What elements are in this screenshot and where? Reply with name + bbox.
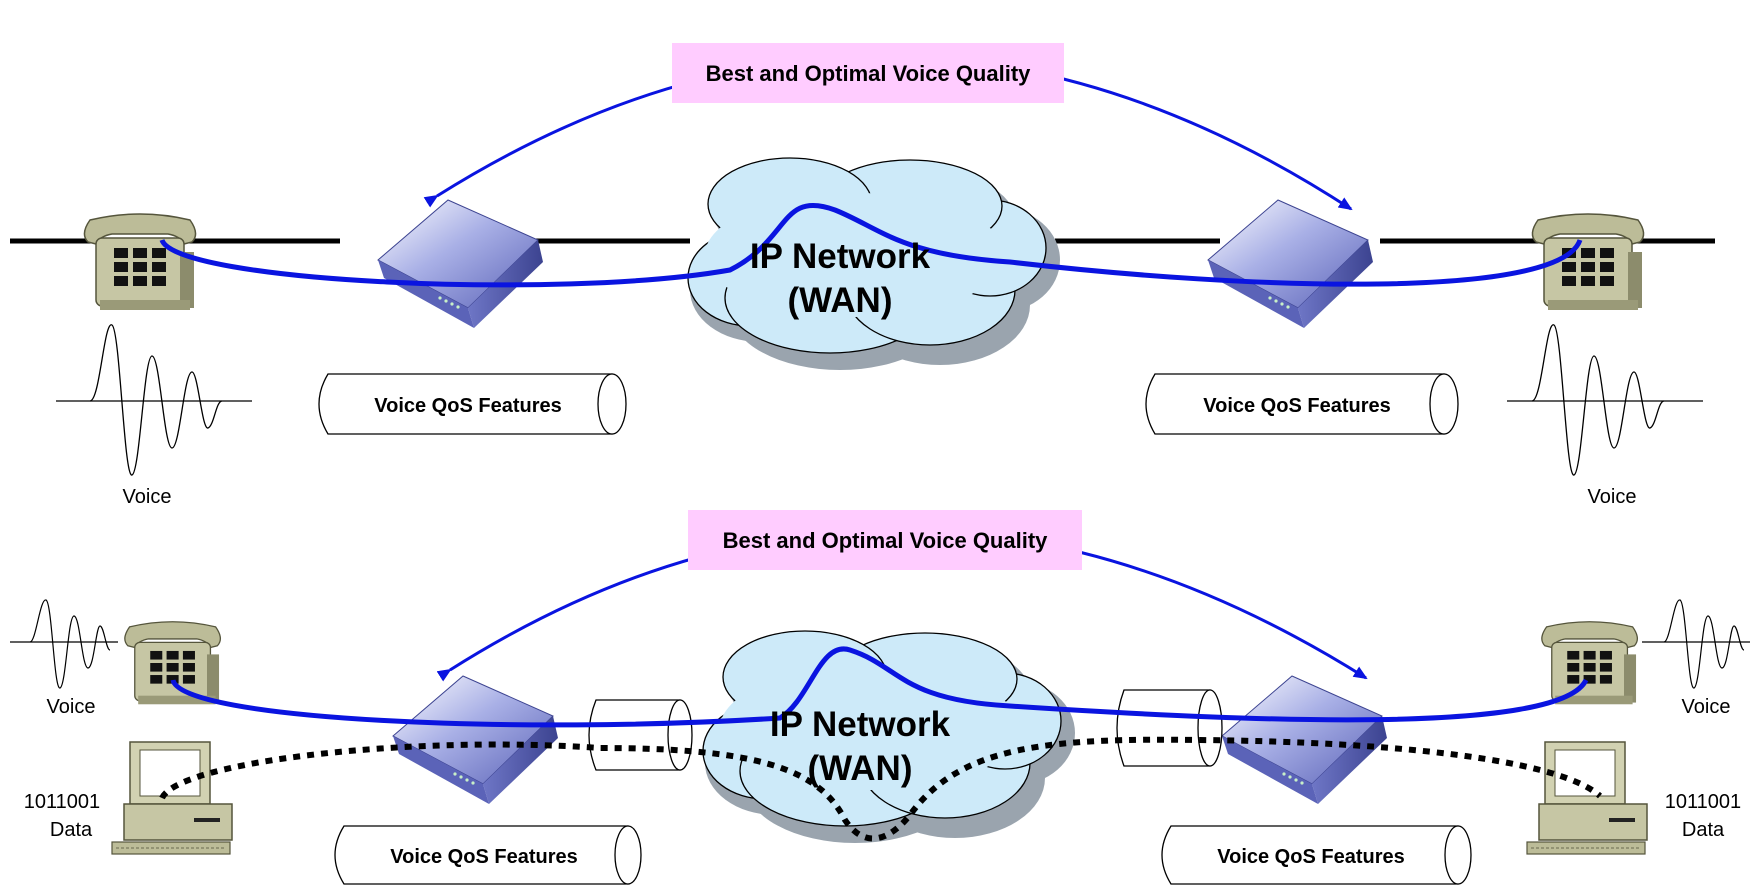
bottom-data-path xyxy=(159,736,1603,842)
top-right-voice-label: Voice xyxy=(1588,486,1637,508)
top-right-router-icon xyxy=(1207,199,1374,329)
top-left-telephone-icon xyxy=(83,213,197,311)
top-right-waveform-icon xyxy=(1507,324,1703,476)
bottom-left-qos-tube-icon xyxy=(334,825,642,885)
bottom-left-bits-label: 1011001 xyxy=(24,791,100,813)
top-left-qos-label: Voice QoS Features xyxy=(374,395,561,417)
top-quality-label: Best and Optimal Voice Quality xyxy=(706,61,1032,86)
top-right-qos-label: Voice QoS Features xyxy=(1203,395,1390,417)
top-cloud-line2: (WAN) xyxy=(788,281,893,320)
bottom-left-waveform-icon xyxy=(10,599,118,689)
top-left-waveform-icon xyxy=(56,324,252,476)
bottom-right-qos-tube-icon xyxy=(1161,825,1472,885)
top-cloud-line1: IP Network xyxy=(750,237,931,276)
bottom-right-bits-label: 1011001 xyxy=(1665,791,1741,813)
top-left-qos-tube-icon xyxy=(318,373,627,435)
bottom-right-link-tube-icon xyxy=(1116,689,1223,767)
bottom-section: Best and Optimal Voice Quality IP Networ… xyxy=(10,510,1750,885)
bottom-voice-path xyxy=(170,646,1589,728)
bottom-quality-box xyxy=(688,510,1082,570)
bottom-left-computer-icon xyxy=(111,741,233,855)
top-right-qos-tube-icon xyxy=(1145,373,1459,435)
bottom-left-data-label: Data xyxy=(50,819,93,841)
top-left-router-icon xyxy=(377,199,544,329)
bottom-left-telephone-icon xyxy=(124,621,222,705)
bottom-cloud-line1: IP Network xyxy=(770,705,951,744)
bottom-left-router-icon xyxy=(392,675,559,805)
bottom-quality-label: Best and Optimal Voice Quality xyxy=(723,528,1049,553)
bottom-right-computer-icon xyxy=(1526,741,1648,855)
bottom-left-qos-label: Voice QoS Features xyxy=(390,846,577,868)
bottom-left-voice-label: Voice xyxy=(47,696,96,718)
bottom-right-telephone-icon xyxy=(1541,621,1639,705)
bottom-right-data-label: Data xyxy=(1682,819,1725,841)
top-quality-box xyxy=(672,43,1064,103)
bottom-right-qos-label: Voice QoS Features xyxy=(1217,846,1404,868)
top-section: Best and Optimal Voice Quality IP Networ… xyxy=(10,43,1715,508)
top-left-voice-label: Voice xyxy=(123,486,172,508)
bottom-left-link-tube-icon xyxy=(588,699,693,771)
bottom-right-voice-label: Voice xyxy=(1682,696,1731,718)
bottom-cloud-line2: (WAN) xyxy=(808,749,913,788)
bottom-right-waveform-icon xyxy=(1642,599,1750,689)
